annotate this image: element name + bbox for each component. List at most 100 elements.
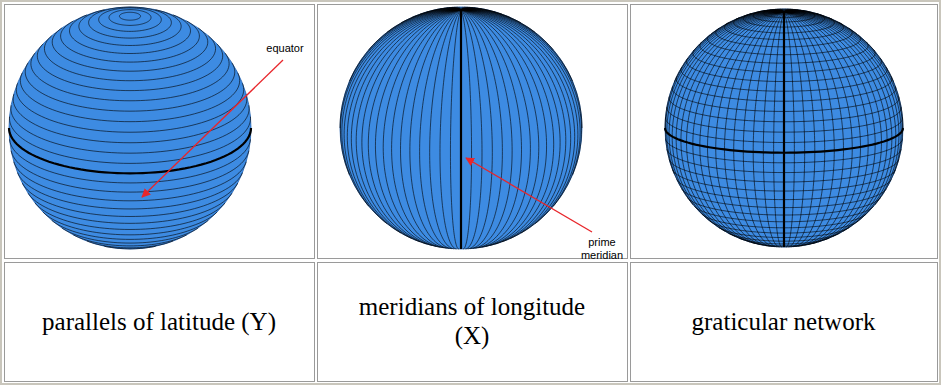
- graticule-line: [676, 12, 784, 237]
- graticule-line: [440, 10, 461, 249]
- globe-sphere: [340, 7, 582, 249]
- graticule-line: [784, 9, 795, 11]
- graticule-line: [784, 9, 793, 11]
- graticule-line: [461, 9, 535, 32]
- graticule-line: [784, 11, 813, 13]
- caption: parallels of latitude (Y): [9, 308, 309, 337]
- graticule-line: [774, 12, 784, 247]
- graticule-line: [420, 10, 461, 249]
- graticule-line: [461, 8, 482, 10]
- graticule-line: [784, 10, 808, 11]
- graticule-line: [461, 7, 468, 9]
- graticule-line: [109, 10, 151, 26]
- graticule-line: [461, 9, 495, 12]
- graticule-line: [461, 10, 539, 248]
- graticule-line: [13, 94, 247, 143]
- graticule-line: [461, 8, 475, 10]
- table-cell: [5, 263, 315, 382]
- graticule-line: [461, 9, 510, 17]
- graticule-line: [52, 28, 208, 71]
- graticule-line: [22, 183, 237, 216]
- graticule-line: [461, 8, 478, 10]
- graticule-line: [461, 7, 463, 10]
- table-cell: [5, 5, 315, 259]
- graticule-line: [667, 12, 784, 205]
- graticule-line: [784, 10, 798, 12]
- graticule-line: [784, 12, 875, 52]
- graticule-line: [784, 12, 794, 247]
- graticule-line: [461, 10, 578, 224]
- graticule-line: [461, 7, 465, 10]
- graticule-line: [784, 12, 901, 205]
- meridians-globe: [340, 7, 582, 249]
- graticule-line: [784, 11, 843, 24]
- caption: meridians of longitude (X): [347, 293, 597, 351]
- graticule-line: [61, 21, 200, 62]
- graticule-line: [784, 12, 852, 246]
- graticule-line: [461, 10, 530, 248]
- graticule-line: [25, 63, 235, 111]
- graticule-line: [784, 12, 860, 246]
- table-cell: [631, 263, 938, 382]
- graticule-line: [461, 10, 553, 50]
- graticule-line: [784, 12, 844, 247]
- graticule-line: [461, 7, 470, 9]
- graticule-line: [342, 10, 461, 207]
- globe-sphere: [665, 9, 903, 247]
- graticule-line: [784, 9, 786, 12]
- graticule-line: [410, 10, 461, 249]
- graticule-line: [784, 12, 825, 247]
- graticule-line: [18, 173, 243, 209]
- graticule-line: [784, 11, 832, 19]
- graticule-line: [461, 10, 582, 128]
- graticule-line: [87, 241, 173, 248]
- graticule-line: [461, 10, 502, 249]
- graticule-line: [784, 12, 815, 247]
- graticule-line: [461, 10, 522, 248]
- graticule-line: [11, 151, 249, 192]
- graticule-line: [784, 11, 857, 34]
- graticule-line: [461, 10, 492, 249]
- graticule-line: [784, 12, 887, 240]
- graticule-line: [784, 12, 903, 128]
- graticule-line: [784, 12, 834, 247]
- graticule-line: [73, 235, 186, 246]
- graticule-line: [99, 8, 162, 31]
- graticule-line: [784, 11, 818, 14]
- prime-meridian-label: prime meridian: [572, 236, 632, 262]
- graticule-line: [784, 11, 824, 16]
- graticule-line: [784, 12, 899, 222]
- caption: graticular network: [634, 308, 934, 337]
- graticule-line: [20, 73, 239, 122]
- graticule-line: [383, 10, 461, 248]
- graticule-line: [784, 9, 788, 12]
- graticule-line: [784, 12, 868, 245]
- table-cell: [318, 263, 628, 382]
- graticule-line: [784, 12, 894, 82]
- graticule-line: [460, 10, 462, 249]
- equator-label: equator: [255, 42, 315, 55]
- graticule-line: [461, 10, 547, 247]
- graticule-line: [119, 12, 140, 20]
- graticule-globe: [665, 9, 903, 247]
- graticule-line: [37, 44, 222, 91]
- graticule-line: [461, 10, 573, 81]
- graticule-line: [725, 12, 785, 247]
- graticule-line: [784, 10, 801, 12]
- graticule-line: [743, 12, 784, 247]
- graticule-line: [783, 12, 785, 247]
- graticule-line: [784, 10, 804, 12]
- graticule-line: [784, 9, 791, 11]
- graticule-line: [461, 10, 582, 175]
- graticule-line: [461, 9, 490, 11]
- leader-arrow: [142, 60, 283, 197]
- graticule-line: [708, 12, 784, 246]
- graticule-line: [461, 9, 521, 23]
- graticule-line: [430, 10, 461, 249]
- table-cell: [318, 5, 628, 259]
- graticule-line: [62, 228, 198, 243]
- graticule-line: [461, 10, 472, 249]
- leader-arrow: [466, 158, 592, 232]
